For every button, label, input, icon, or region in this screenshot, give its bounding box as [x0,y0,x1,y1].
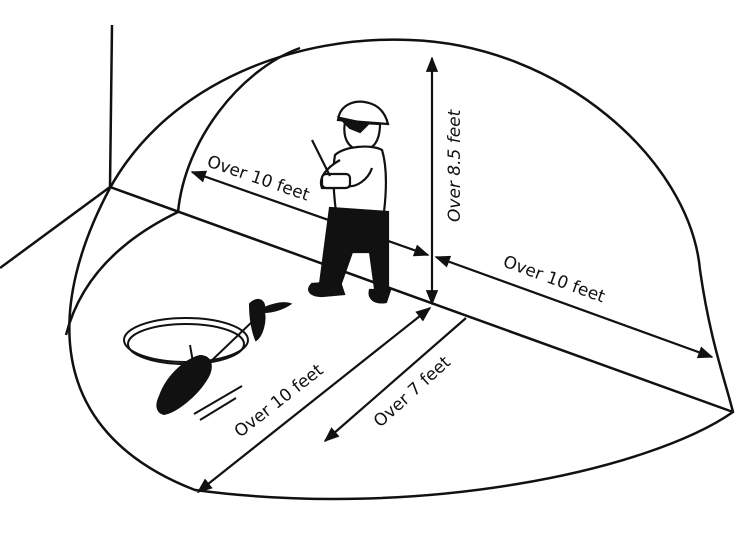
remote-antenna [311,139,331,177]
label-back-width: Over 10 feet [204,152,312,206]
helicopter-tail-fin [248,298,266,342]
pilot-cap [336,100,390,126]
helicopter-tail-rotor [263,302,293,314]
label-ceiling-height: Over 8.5 feet [445,108,465,222]
pilot-shoe-left [308,280,346,298]
pilot-figure [308,100,392,304]
floor-left-line [0,185,111,270]
helicopter-tail-boom [207,317,257,365]
helicopter-skid-front [193,385,243,415]
flight-dome [64,38,735,501]
dome-inner-arc [176,46,301,213]
dome-floor-arc [64,210,179,336]
back-width-arrow [190,170,430,257]
helicopter-skid-rear [199,397,237,421]
front-length-arrow [196,307,432,493]
remote-controller [320,172,352,190]
front-inner-arrow [323,317,467,443]
dome-outer-curve [68,38,735,501]
rc-helicopter [123,298,293,421]
pilot-hair [336,116,371,134]
wall-corner-line [108,24,114,188]
helicopter-body [156,354,212,416]
right-depth-arrow [434,255,714,359]
helicopter-rotor-disc-inner [127,323,245,365]
pilot-shoe-right [368,288,392,304]
